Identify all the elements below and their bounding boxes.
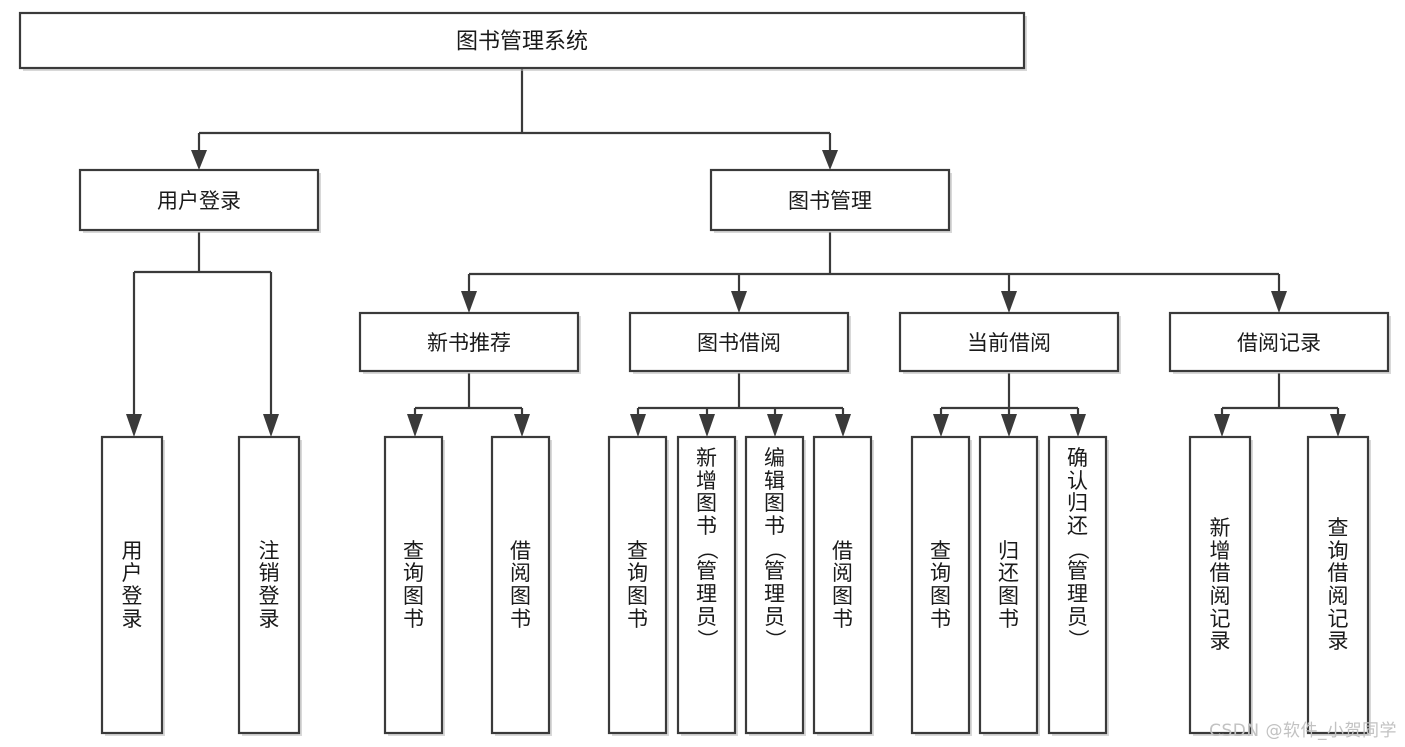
book-management-label: 图书管理: [788, 189, 872, 213]
leaf-nb-query-box: [383, 435, 444, 735]
connectors: [126, 68, 1346, 437]
node-current-borrow[interactable]: 当前借阅: [898, 311, 1121, 374]
leaf-node-cb-query-book[interactable]: [910, 435, 972, 736]
arrow-head-current-borrow: [1001, 291, 1017, 313]
leaf-node-bb-query-book[interactable]: [607, 435, 669, 736]
arrow-head-nb-borrow-book: [514, 414, 530, 437]
leaf-user-login-box: [100, 435, 164, 735]
arrow-head-bb-borrow-book: [835, 414, 851, 437]
book-management-box: [709, 168, 951, 232]
arrow-head-nb-query-book: [407, 414, 423, 437]
leaf-cb-query-box: [910, 435, 971, 735]
leaf-node-bb-edit-book[interactable]: [744, 435, 806, 736]
arrow-head-cb-query-book: [933, 414, 949, 437]
book-borrow-label: 图书借阅: [697, 331, 781, 355]
book-borrow-box: [628, 311, 850, 373]
leaf-cb-confirm-box: [1047, 435, 1108, 735]
node-book-management[interactable]: 图书管理: [709, 168, 952, 233]
arrow-head-leaf-logout-login: [263, 414, 279, 437]
root-label: 图书管理系统: [456, 30, 588, 55]
leaf-bb-query-box: [607, 435, 668, 735]
leaf-node-br-add-record[interactable]: [1188, 435, 1253, 736]
node-borrow-records[interactable]: 借阅记录: [1168, 311, 1391, 374]
csdn-watermark: CSDN @软件_小贺同学: [1209, 721, 1397, 741]
node-user-login[interactable]: 用户登录: [78, 168, 321, 233]
leaf-cb-return-box: [978, 435, 1039, 735]
node-new-book-recommend[interactable]: 新书推荐: [358, 311, 581, 374]
current-borrow-label: 当前借阅: [967, 331, 1051, 355]
arrow-head-user-login: [191, 150, 207, 170]
arrow-head-cb-confirm-return: [1070, 414, 1086, 437]
leaf-node-bb-borrow-book[interactable]: [812, 435, 874, 736]
leaf-node-nb-borrow-book[interactable]: [490, 435, 552, 736]
node-root-book-management-system[interactable]: 图书管理系统: [18, 11, 1027, 71]
arrow-head-bb-edit-book: [767, 414, 783, 437]
arrow-head-br-add-record: [1214, 414, 1230, 437]
leaf-logout-login-box: [237, 435, 301, 735]
leaf-bb-edit-box: [744, 435, 805, 735]
leaf-node-cb-confirm-return[interactable]: [1047, 435, 1109, 736]
leaf-nb-borrow-box: [490, 435, 551, 735]
leaf-br-add-box: [1188, 435, 1252, 735]
new-book-label: 新书推荐: [427, 331, 511, 355]
leaf-bb-add-box: [676, 435, 737, 735]
arrow-head-bb-query-book: [630, 414, 646, 437]
leaf-node-nb-query-book[interactable]: [383, 435, 445, 736]
user-login-box: [78, 168, 320, 232]
arrow-head-borrow-records: [1271, 291, 1287, 313]
borrow-records-box: [1168, 311, 1390, 373]
arrow-head-br-query-record: [1330, 414, 1346, 437]
arrow-head-leaf-user-login: [126, 414, 142, 437]
node-book-borrow[interactable]: 图书借阅: [628, 311, 851, 374]
new-book-box: [358, 311, 580, 373]
arrow-head-bb-add-book: [699, 414, 715, 437]
leaf-node-bb-add-book[interactable]: [676, 435, 738, 736]
user-login-label: 用户登录: [157, 189, 241, 213]
leaf-br-query-box: [1306, 435, 1370, 735]
leaf-bb-borrow-box: [812, 435, 873, 735]
borrow-records-label: 借阅记录: [1237, 331, 1321, 355]
arrow-head-new-book: [461, 291, 477, 313]
arrow-head-book-management: [822, 150, 838, 170]
leaf-node-logout-login[interactable]: [237, 435, 302, 736]
leaf-node-cb-return-book[interactable]: [978, 435, 1040, 736]
arrow-head-cb-return-book: [1001, 414, 1017, 437]
arrow-head-book-borrow: [731, 291, 747, 313]
current-borrow-box: [898, 311, 1120, 373]
root-box: [18, 11, 1026, 70]
leaf-node-user-login[interactable]: [100, 435, 165, 736]
leaf-node-br-query-record[interactable]: [1306, 435, 1371, 736]
